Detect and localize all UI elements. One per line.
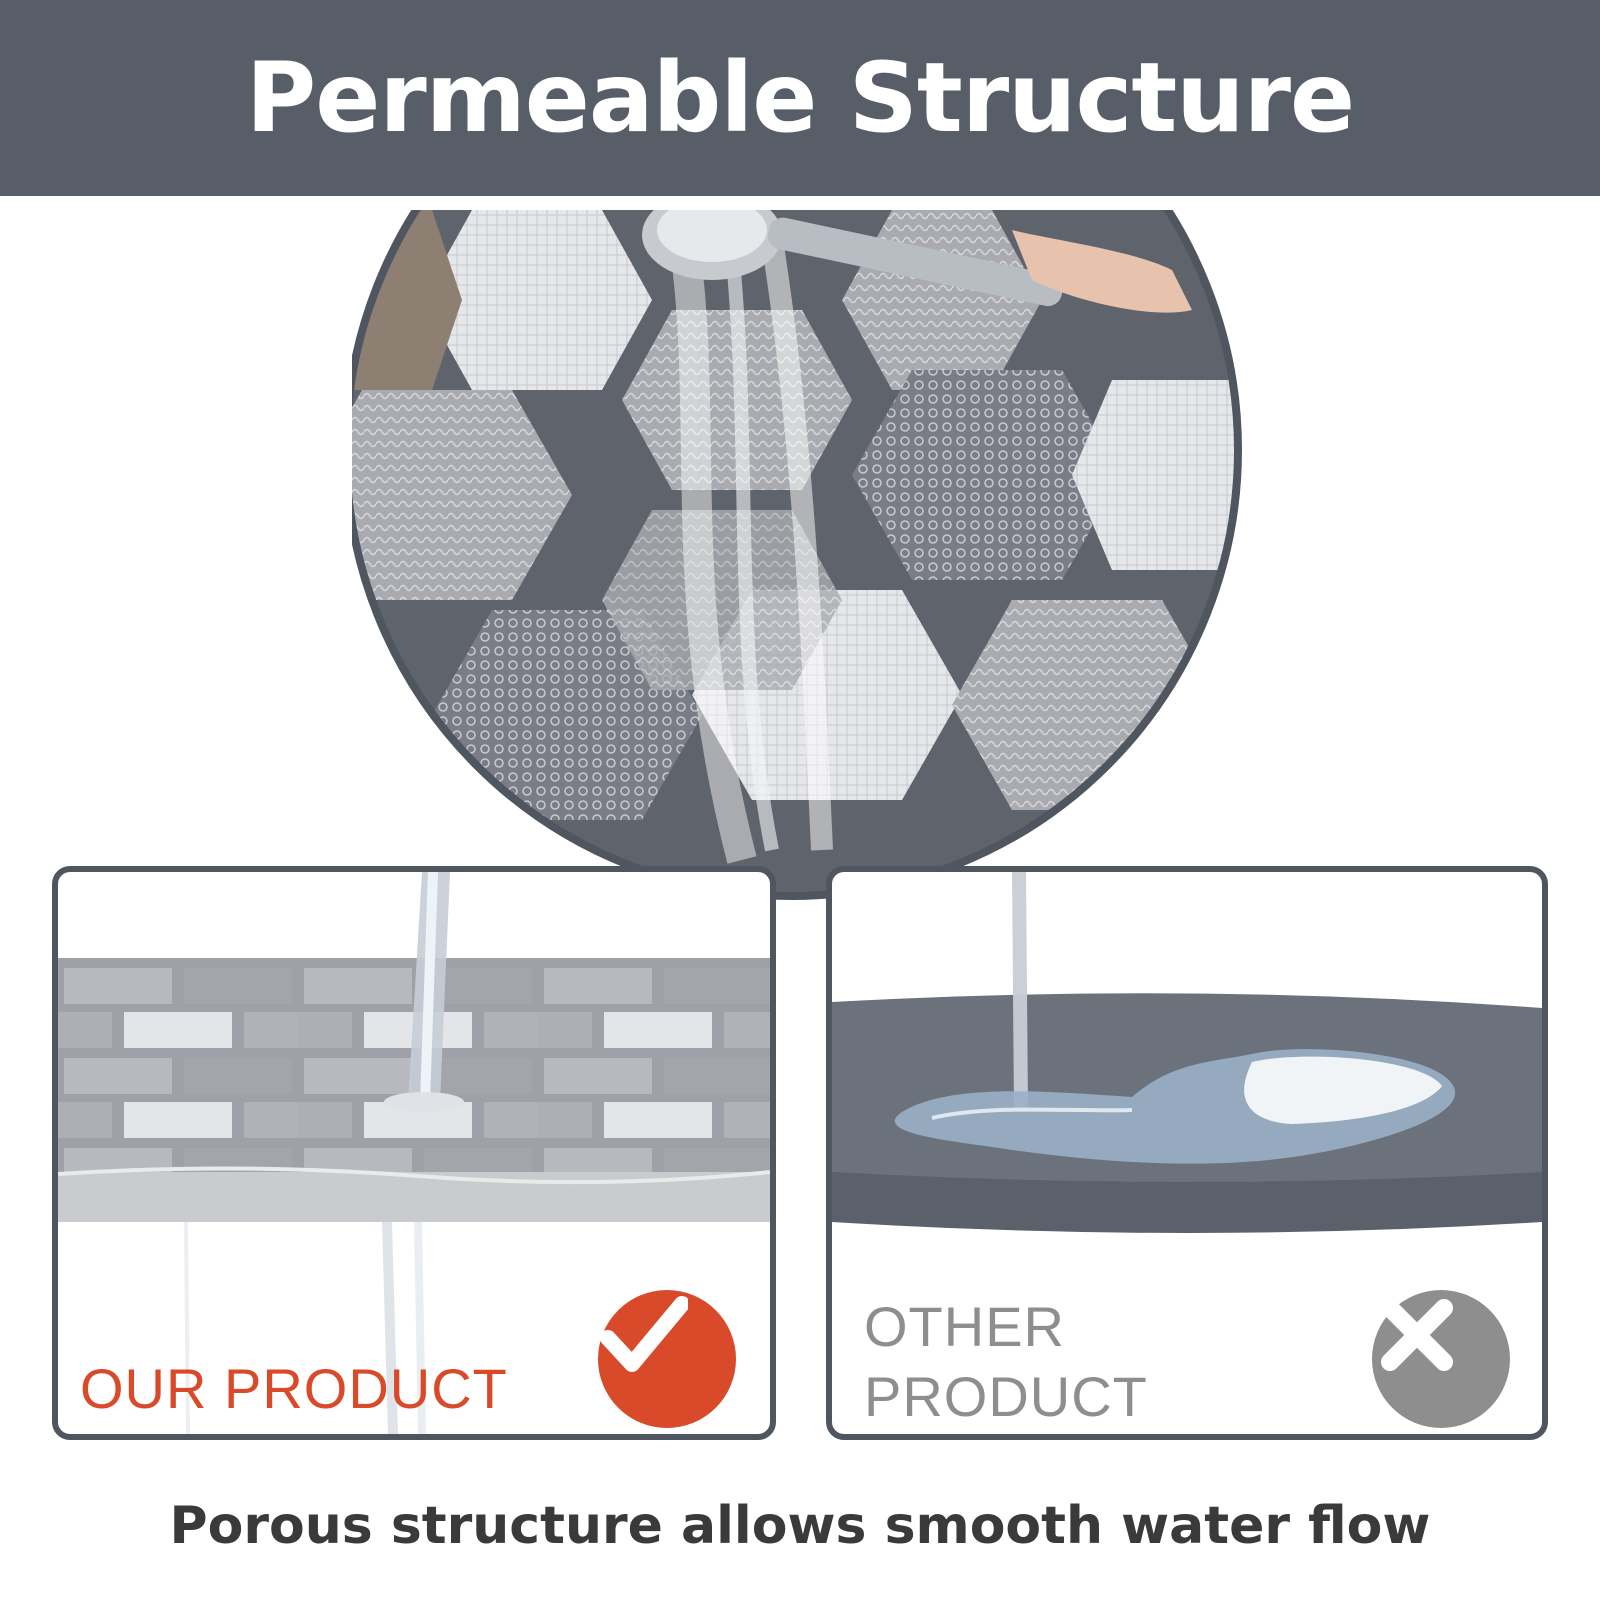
other-product-photo [832,872,1542,1233]
other-product-label-line1: OTHER [864,1295,1065,1358]
other-product-label-line2: PRODUCT [864,1365,1148,1428]
page-title: Permeable Structure [245,42,1355,154]
cross-badge [1372,1290,1510,1428]
checkmark-icon [600,1296,688,1372]
checkmark-badge [598,1290,736,1428]
our-product-panel: OUR PRODUCT [52,866,776,1440]
other-product-panel: OTHER PRODUCT [826,866,1548,1440]
our-product-label: OUR PRODUCT [80,1357,508,1420]
cross-icon [1381,1299,1453,1371]
hexagon-mat-closeup [352,210,1252,910]
header-banner: Permeable Structure [0,0,1600,196]
our-product-photo [58,872,770,1434]
caption-text: Porous structure allows smooth water flo… [169,1496,1431,1556]
other-product-label: OTHER PRODUCT [864,1292,1148,1432]
